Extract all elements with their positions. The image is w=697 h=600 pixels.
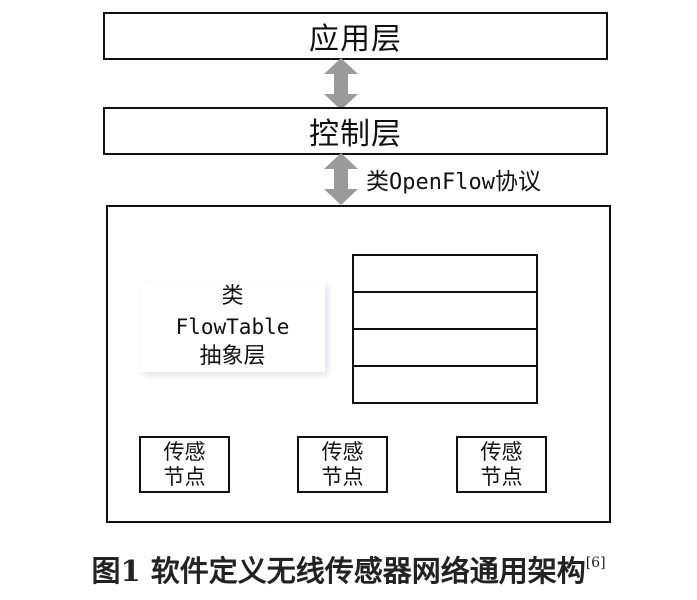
control-layer-box: 控制层: [103, 107, 608, 155]
abstraction-line-3: 抽象层: [199, 344, 266, 369]
protocol-prefix: 类: [366, 169, 389, 195]
caption-reference: [6]: [585, 555, 606, 571]
sensor-node-box: 传感 节点: [139, 436, 230, 493]
control-layer-label: 控制层: [309, 117, 402, 152]
flow-table: [352, 254, 538, 404]
sensor-node-line-2: 节点: [321, 464, 364, 489]
abstraction-line-1: 类: [221, 284, 244, 309]
sensor-node-line-1: 传感: [480, 439, 523, 464]
protocol-name: OpenFlow: [389, 170, 495, 195]
sensor-node-line-2: 节点: [163, 464, 206, 489]
flowtable-abstraction-label: 类 FlowTable 抽象层: [140, 282, 325, 372]
double-arrow-icon: [324, 153, 358, 205]
protocol-suffix: 协议: [494, 169, 541, 195]
flow-table-row: [354, 256, 536, 293]
flow-table-row: [354, 367, 536, 404]
flow-table-row: [354, 330, 536, 367]
protocol-label: 类OpenFlow协议: [366, 162, 541, 196]
sensor-node-box: 传感 节点: [456, 436, 547, 493]
sensor-node-line-1: 传感: [321, 439, 364, 464]
caption-text: 图1 软件定义无线传感器网络通用架构: [91, 554, 586, 588]
abstraction-line-2: FlowTable: [175, 315, 290, 339]
figure-caption: 图1 软件定义无线传感器网络通用架构[6]: [0, 548, 697, 590]
application-layer-box: 应用层: [103, 12, 608, 60]
sensor-node-line-1: 传感: [163, 439, 206, 464]
sensor-node-line-2: 节点: [480, 464, 523, 489]
flow-table-row: [354, 293, 536, 330]
double-arrow-icon: [324, 58, 358, 110]
application-layer-label: 应用层: [309, 22, 402, 57]
sensor-node-box: 传感 节点: [297, 436, 388, 493]
